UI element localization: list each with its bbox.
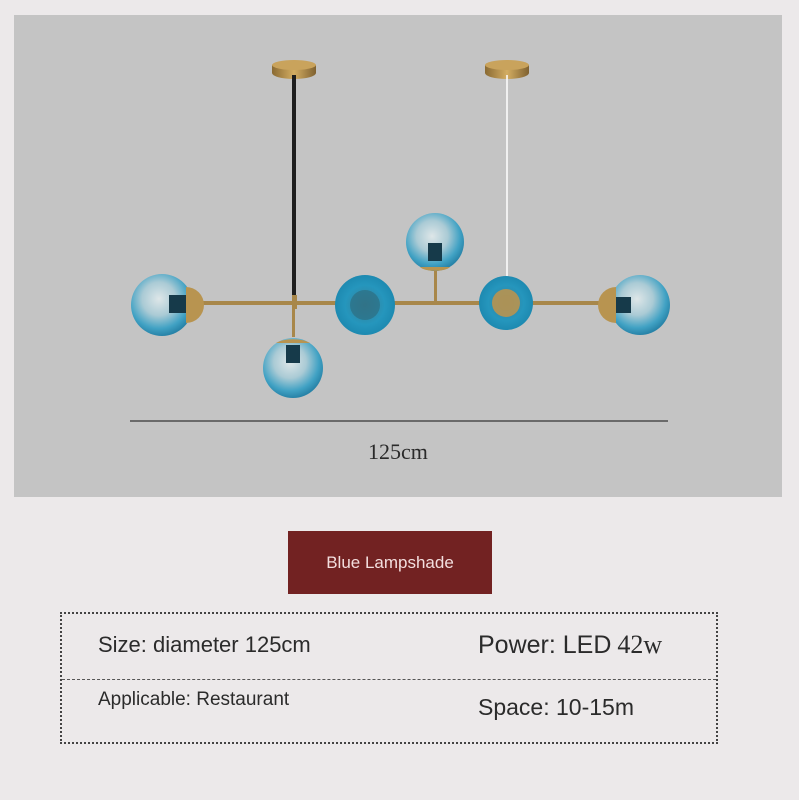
spec-size: Size: diameter 125cm	[98, 632, 311, 657]
ceiling-canopy-left	[272, 60, 316, 79]
spec-power-value: 42w	[617, 630, 663, 659]
globe-right	[598, 275, 670, 335]
globe-center	[335, 275, 395, 335]
spec-power-label: Power: LED	[478, 631, 612, 659]
spec-applicable: Applicable: Restaurant	[98, 689, 290, 710]
variant-tag: Blue Lampshade	[288, 531, 492, 594]
product-photo: 125cm	[14, 15, 782, 497]
globe-left	[131, 274, 204, 336]
ceiling-canopy-right	[485, 60, 529, 79]
dimension-label: 125cm	[368, 439, 428, 464]
spec-space: Space: 10-15m	[478, 694, 634, 720]
globe-hanging	[263, 338, 323, 398]
spec-divider	[62, 679, 716, 680]
chandelier-illustration	[130, 60, 670, 422]
globe-top	[406, 213, 464, 271]
globe-right-center	[479, 276, 533, 330]
